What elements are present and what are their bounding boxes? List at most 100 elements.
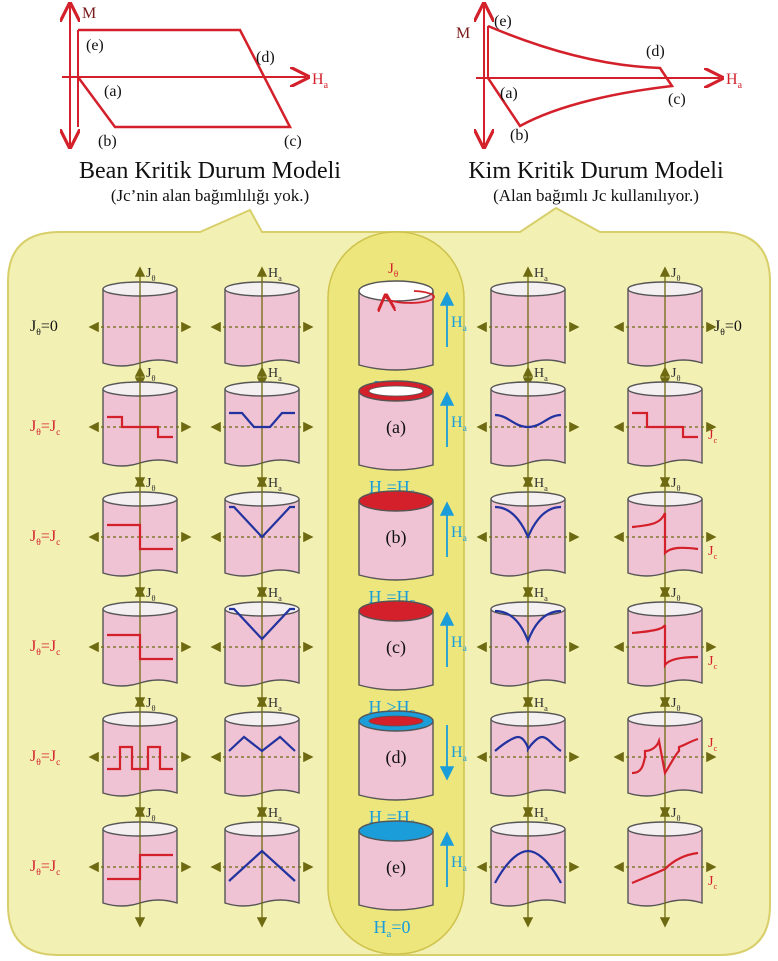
bean-hysteresis-loop bbox=[76, 28, 293, 129]
cell-r4-c1: Ha bbox=[210, 696, 314, 818]
bean-axis-h: Ha bbox=[312, 71, 329, 91]
cell-r1-c1: Ha bbox=[210, 366, 314, 488]
axis-top-label: Jθ bbox=[146, 476, 155, 493]
field-state-label: Ha=0 bbox=[374, 917, 411, 940]
field-profile-curve bbox=[494, 505, 562, 540]
axis-top-label: Jθ bbox=[671, 696, 680, 713]
axis-top-label: Jθ bbox=[671, 586, 680, 603]
axis-top-label: Ha bbox=[534, 696, 548, 713]
current-direction-arrow bbox=[386, 290, 435, 303]
left-condition-label: Jθ=Jc bbox=[30, 858, 60, 878]
cell-r0-c0: Jθ bbox=[88, 266, 192, 388]
axis-top-label: Ha bbox=[534, 476, 548, 493]
field-label: Ha bbox=[451, 744, 468, 764]
kim-plot: M Ha (e) (d) (a) (c) (b) Kim Kritik Duru… bbox=[456, 6, 743, 205]
field-label: Ha bbox=[451, 854, 468, 874]
left-condition-label: Jθ=Jc bbox=[30, 638, 60, 658]
center-state-letter: (d) bbox=[386, 747, 407, 768]
cell-r3-c1: Ha bbox=[210, 586, 314, 708]
field-label: Ha bbox=[451, 314, 468, 334]
state-grid: JθHaJθHaHa=0HaJθJθ=0Jθ=0JθHa(a)HaHa=H0Ha… bbox=[30, 261, 742, 940]
cell-r4-c0: Jθ bbox=[88, 696, 192, 818]
bean-subtitle: (Jc’nin alan bağımlılığı yok.) bbox=[111, 186, 309, 205]
jc-label: Jc bbox=[708, 874, 717, 891]
kim-subtitle: (Alan bağımlı Jc kullanılıyor.) bbox=[493, 186, 699, 205]
axis-top-label: Jθ bbox=[671, 476, 680, 493]
center-state-letter: (e) bbox=[386, 857, 406, 878]
jc-label: Jc bbox=[708, 736, 717, 753]
kim-axis-h: Ha bbox=[726, 71, 743, 91]
axis-top-label: Jθ bbox=[671, 266, 680, 283]
current-profile-curve bbox=[631, 851, 699, 885]
cell-r3-c0: Jθ bbox=[88, 586, 192, 708]
current-profile-curve bbox=[107, 853, 173, 881]
left-condition-label: Jθ=Jc bbox=[30, 528, 60, 548]
axis-top-label: Ha bbox=[534, 586, 548, 603]
field-profile-curve bbox=[494, 849, 562, 884]
cell-r1-c0: Jθ bbox=[88, 366, 192, 488]
kim-hysteresis-loop bbox=[486, 24, 675, 128]
kim-label-c: (c) bbox=[668, 91, 686, 108]
current-profile-curve bbox=[631, 624, 699, 669]
current-profile-curve bbox=[107, 633, 173, 661]
cell-r3-c3: Ha bbox=[476, 586, 580, 708]
cell-r0-c1: Ha bbox=[210, 266, 314, 388]
axis-top-label: Ha bbox=[268, 586, 282, 603]
cell-r5-c0: Jθ bbox=[88, 806, 192, 928]
axis-top-label: Ha bbox=[268, 476, 282, 493]
kim-label-b: (b) bbox=[510, 127, 529, 144]
axis-top-label: Jθ bbox=[146, 806, 155, 823]
axis-top-label: Jθ bbox=[671, 366, 680, 383]
axis-top-label: Jθ bbox=[146, 586, 155, 603]
current-profile-curve bbox=[632, 411, 698, 439]
left-condition-label: Jθ=Jc bbox=[30, 748, 60, 768]
current-profile-curve bbox=[631, 512, 699, 556]
cell-r2-c3: Ha bbox=[476, 476, 580, 598]
center-cylinder-body bbox=[358, 611, 434, 691]
axis-top-label: Jθ bbox=[671, 806, 680, 823]
center-cylinder-body bbox=[358, 831, 434, 911]
cell-r0-c4: Jθ bbox=[613, 266, 717, 388]
center-cylinder-top bbox=[358, 820, 434, 842]
bean-title: Bean Kritik Durum Modeli bbox=[79, 158, 341, 184]
current-profile-curve bbox=[107, 745, 173, 771]
cell-r2-c1: Ha bbox=[210, 476, 314, 598]
axis-top-label: Ha bbox=[268, 266, 282, 283]
kim-title: Kim Kritik Durum Modeli bbox=[468, 158, 724, 184]
field-label: Ha bbox=[451, 414, 468, 434]
cell-r0-c3: Ha bbox=[476, 266, 580, 388]
field-label: Ha bbox=[451, 634, 468, 654]
axis-top-label: Ha bbox=[268, 696, 282, 713]
current-label: Jθ bbox=[388, 261, 398, 279]
axis-top-label: Ha bbox=[534, 366, 548, 383]
field-profile-curve bbox=[494, 735, 562, 753]
center-state-letter: (c) bbox=[386, 637, 406, 658]
field-profile-curve bbox=[228, 735, 296, 753]
center-state-letter: (a) bbox=[386, 417, 406, 438]
bean-label-b: (b) bbox=[98, 133, 117, 150]
field-profile-curve bbox=[494, 609, 562, 645]
field-profile-curve bbox=[229, 607, 295, 641]
axis-top-label: Jθ bbox=[146, 366, 155, 383]
cell-r5-c3: Ha bbox=[476, 806, 580, 928]
bean-axis-m: M bbox=[82, 5, 96, 22]
bean-label-d: (d) bbox=[256, 49, 275, 66]
kim-axis-m: M bbox=[456, 25, 470, 42]
bean-plot: M Ha (e) (d) (a) (b) (c) Bean Kritik Dur… bbox=[62, 5, 341, 205]
center-cylinder-body bbox=[358, 391, 434, 471]
center-state-letter: (b) bbox=[386, 527, 407, 548]
left-condition-label: Jθ=Jc bbox=[30, 418, 60, 438]
axis-top-label: Ha bbox=[534, 266, 548, 283]
center-cylinder-body bbox=[358, 721, 434, 801]
kim-label-e: (e) bbox=[494, 13, 512, 30]
axis-top-label: Ha bbox=[268, 806, 282, 823]
field-profile-curve bbox=[228, 849, 296, 882]
jc-label: Jc bbox=[708, 654, 717, 671]
